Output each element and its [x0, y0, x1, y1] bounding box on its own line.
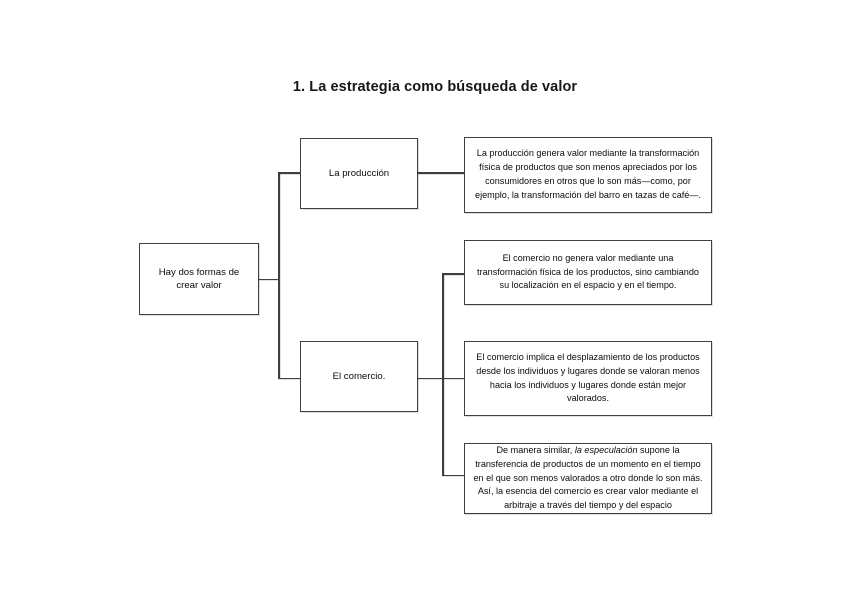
node-detail-comercio-3-text: De manera similar, la especulación supon… — [472, 444, 704, 513]
detail-text-plain-before: De manera similar, — [496, 444, 575, 455]
connector-comercio-to-spine — [418, 377, 443, 380]
node-branch-comercio[interactable]: El comercio. — [300, 341, 418, 412]
node-root[interactable]: Hay dos formas de crear valor — [139, 243, 259, 315]
node-detail-comercio-1[interactable]: El comercio no genera valor mediante una… — [464, 240, 712, 305]
connector-produccion-to-detail — [418, 172, 465, 174]
connector-spine-to-comercio — [278, 377, 301, 380]
node-branch-comercio-label: El comercio. — [332, 370, 386, 382]
node-detail-comercio-3[interactable]: De manera similar, la especulación supon… — [464, 443, 712, 514]
node-detail-comercio-2-text: El comercio implica el desplazamiento de… — [472, 351, 704, 406]
node-detail-comercio-1-text: El comercio no genera valor mediante una… — [472, 252, 704, 293]
detail-text-italic: la especulación — [574, 444, 638, 455]
page-title: 1. La estrategia como búsqueda de valor — [292, 79, 578, 95]
connector-spine-to-detail-2 — [442, 377, 465, 380]
connector-root-to-spine — [259, 278, 279, 281]
connector-spine-to-produccion — [278, 172, 301, 174]
node-detail-comercio-2[interactable]: El comercio implica el desplazamiento de… — [464, 341, 712, 416]
node-detail-produccion[interactable]: La producción genera valor mediante la t… — [464, 137, 712, 213]
connector-spine-left — [278, 172, 280, 379]
node-branch-produccion-label: La producción — [328, 167, 390, 179]
connector-spine-right — [442, 273, 444, 476]
connector-spine-to-detail-3 — [442, 474, 465, 477]
detail-text-plain-before: La producción genera valor mediante la t… — [475, 148, 701, 200]
detail-text-plain-before: El comercio no genera valor mediante una… — [477, 252, 699, 291]
node-root-label: Hay dos formas de crear valor — [158, 266, 240, 291]
connector-spine-to-detail-1 — [442, 273, 465, 275]
detail-text-plain-before: El comercio implica el desplazamiento de… — [476, 351, 700, 404]
detail-text-plain-after: supone la transferencia de productos de … — [473, 444, 703, 511]
node-branch-produccion[interactable]: La producción — [300, 138, 418, 209]
node-detail-produccion-text: La producción genera valor mediante la t… — [472, 147, 704, 202]
